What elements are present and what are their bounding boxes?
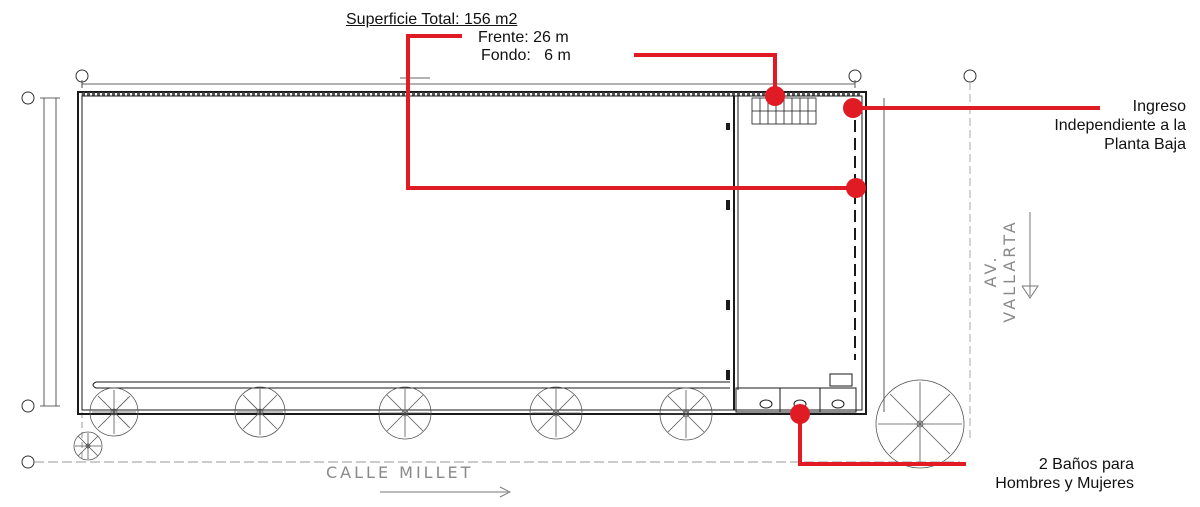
street-arrows [380, 212, 1039, 498]
tree-icon [73, 431, 103, 461]
fondo-callout-line [634, 53, 777, 96]
tree-icon [529, 386, 583, 440]
tree-icon [378, 386, 432, 440]
grid-axis-markers [21, 69, 977, 469]
fondo-dot [765, 86, 785, 106]
frente-callout-line [406, 34, 856, 190]
frente-label: Frente: 26 m [478, 29, 569, 46]
ingreso-line-3: Planta Baja [1104, 136, 1186, 153]
staircase [751, 97, 817, 125]
banos-dot [790, 404, 810, 424]
fondo-label: Fondo: 6 m [481, 47, 571, 64]
callout-lines [406, 34, 1100, 466]
banos-line-2: Hombres y Mujeres [995, 475, 1134, 492]
tree-icon [875, 379, 965, 469]
ingreso-line-2: Independiente a la [1054, 117, 1186, 134]
trees [73, 379, 965, 469]
street-label-south: CALLE MILLET [326, 463, 474, 482]
callout-dots [765, 86, 866, 424]
dimension-lines [40, 77, 885, 412]
building-walls [77, 91, 867, 415]
banos-line-1: 2 Baños para [1038, 456, 1134, 473]
ingreso-line-1: Ingreso [1132, 98, 1186, 115]
tree-icon [234, 386, 286, 438]
frente-dot [846, 178, 866, 198]
banos-callout-line [798, 414, 966, 466]
banos-label: 2 Baños para Hombres y Mujeres [874, 455, 1134, 493]
street-label-east: AV. VALLARTA [981, 219, 1019, 323]
superficie-total-label: Superficie Total: 156 m2 [346, 11, 518, 28]
ingreso-dot [843, 98, 863, 118]
ingreso-label: Ingreso Independiente a la Planta Baja [966, 97, 1186, 154]
tree-icon [89, 387, 139, 437]
tree-icon [659, 387, 713, 441]
